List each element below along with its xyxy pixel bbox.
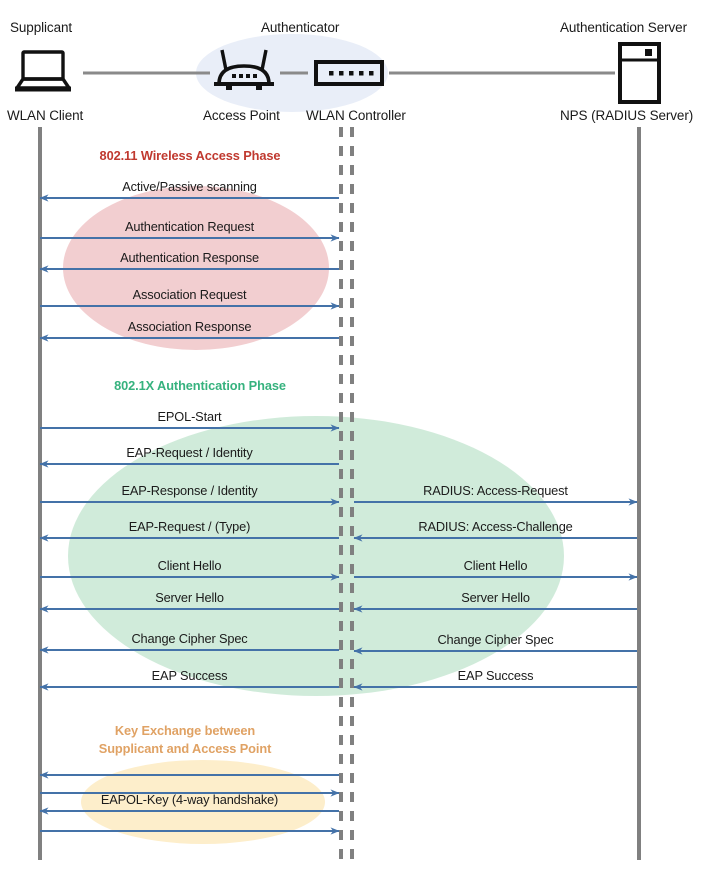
message-label: RADIUS: Access-Request xyxy=(423,483,568,498)
node-label-nps-radius-server: NPS (RADIUS Server) xyxy=(560,108,694,123)
message-label: EAP-Request / Identity xyxy=(126,445,253,460)
phase-ellipse-key-exchange xyxy=(81,760,325,844)
message-label: Association Request xyxy=(132,287,247,302)
message-label: EAPOL-Key (4-way handshake) xyxy=(100,792,279,807)
message-label: Server Hello xyxy=(461,590,530,605)
phase-title-wireless-access: 802.11 Wireless Access Phase xyxy=(99,148,281,163)
message-label: EAP Success xyxy=(457,668,534,683)
message-label: Authentication Request xyxy=(124,219,255,234)
role-label-authentication-server: Authentication Server xyxy=(560,20,687,35)
message-label: Association Response xyxy=(127,319,252,334)
phase-title-key-exchange: Key Exchange between Supplicant and Acce… xyxy=(98,722,272,758)
message-label: Server Hello xyxy=(155,590,224,605)
message-label: Change Cipher Spec xyxy=(437,632,554,647)
message-label: Active/Passive scanning xyxy=(122,179,257,194)
wlan-controller-icon xyxy=(314,60,384,86)
message-label: EPOL-Start xyxy=(157,409,222,424)
role-label-authenticator: Authenticator xyxy=(261,20,340,35)
node-label-wlan-client: WLAN Client xyxy=(7,108,84,123)
message-label: RADIUS: Access-Challenge xyxy=(418,519,573,534)
message-label: EAP-Request / (Type) xyxy=(128,519,251,534)
message-label: Client Hello xyxy=(463,558,528,573)
message-label: EAP Success xyxy=(151,668,228,683)
laptop-icon xyxy=(15,50,71,92)
phase-title-key-exchange-line1: Key Exchange between xyxy=(114,723,256,738)
phase-title-dot1x: 802.1X Authentication Phase xyxy=(114,378,286,393)
node-label-access-point: Access Point xyxy=(203,108,280,123)
phase-ellipse-dot1x xyxy=(68,416,564,696)
wireless-access-point-icon xyxy=(214,49,274,90)
server-icon xyxy=(618,42,661,104)
message-label: Client Hello xyxy=(157,558,222,573)
message-arrow-layer xyxy=(39,194,638,835)
message-label: Change Cipher Spec xyxy=(131,631,248,646)
message-label: EAP-Response / Identity xyxy=(121,483,258,498)
message-label: Authentication Response xyxy=(120,250,259,265)
role-label-supplicant: Supplicant xyxy=(10,20,73,35)
node-label-wlan-controller: WLAN Controller xyxy=(306,108,406,123)
phase-title-key-exchange-line2: Supplicant and Access Point xyxy=(98,741,272,756)
